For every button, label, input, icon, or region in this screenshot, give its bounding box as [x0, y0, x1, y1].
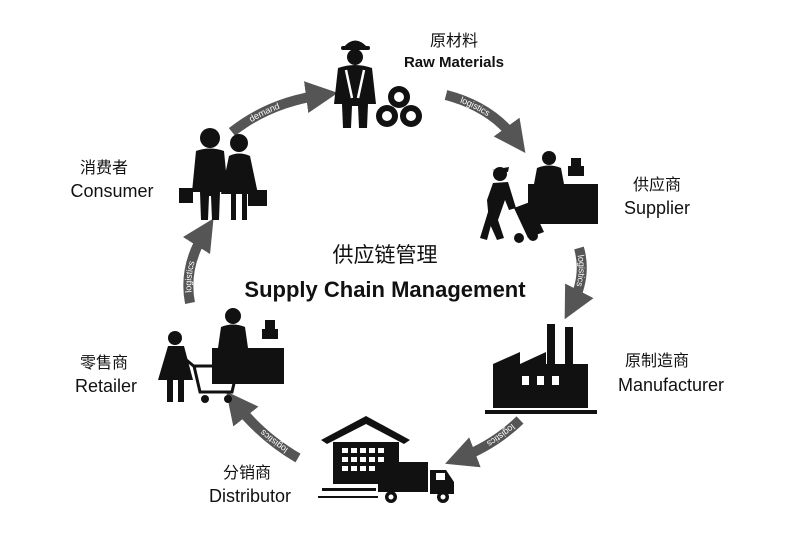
arrow-logistics-3: logistics: [445, 416, 524, 468]
node-supplier-zh: 供应商: [633, 175, 681, 194]
arrow-label-logistics-5: logistics: [183, 259, 196, 293]
arrow-label-logistics-2: logistics: [574, 254, 587, 288]
node-raw-materials-zh: 原材料: [430, 31, 478, 50]
arrow-logistics-5: logistics: [182, 218, 214, 304]
arrow-logistics-4: logistics: [226, 391, 301, 463]
arrow-demand: demand: [228, 81, 338, 136]
diagram-title-zh: 供应链管理: [333, 243, 438, 267]
node-retailer-en: Retailer: [75, 376, 137, 396]
node-distributor-zh: 分销商: [223, 463, 271, 482]
node-distributor-en: Distributor: [209, 486, 291, 506]
arrow-label-logistics-4: logistics: [258, 427, 290, 455]
node-retailer-zh: 零售商: [80, 353, 128, 372]
svg-text:logistics: logistics: [183, 259, 196, 293]
arrow-label-logistics-1: logistics: [459, 95, 492, 119]
node-consumer-en: Consumer: [70, 181, 153, 201]
warehouse-and-truck-icon: [318, 416, 454, 503]
node-consumer-zh: 消费者: [80, 158, 128, 177]
arrow-label-logistics-3: logistics: [485, 422, 517, 449]
arrow-logistics-1: logistics: [444, 90, 526, 153]
supplier-with-hand-truck-icon: [480, 151, 598, 243]
svg-text:logistics: logistics: [459, 95, 492, 119]
svg-text:demand: demand: [247, 101, 281, 124]
svg-text:logistics: logistics: [574, 254, 587, 288]
worker-with-pipes-icon: [334, 40, 422, 128]
node-supplier-en: Supplier: [624, 198, 690, 218]
svg-text:logistics: logistics: [258, 427, 290, 455]
node-raw-materials-en: Raw Materials: [404, 54, 504, 71]
svg-text:logistics: logistics: [485, 422, 517, 449]
node-manufacturer-en: Manufacturer: [618, 375, 724, 395]
node-manufacturer-zh: 原制造商: [625, 351, 689, 370]
shopper-at-checkout-icon: [158, 308, 284, 403]
factory-icon: [485, 324, 597, 414]
arrow-label-demand: demand: [247, 101, 281, 124]
arrow-logistics-2: logistics: [564, 246, 594, 320]
diagram-title-en: Supply Chain Management: [244, 277, 526, 302]
couple-with-shopping-bags-icon: [179, 128, 267, 220]
